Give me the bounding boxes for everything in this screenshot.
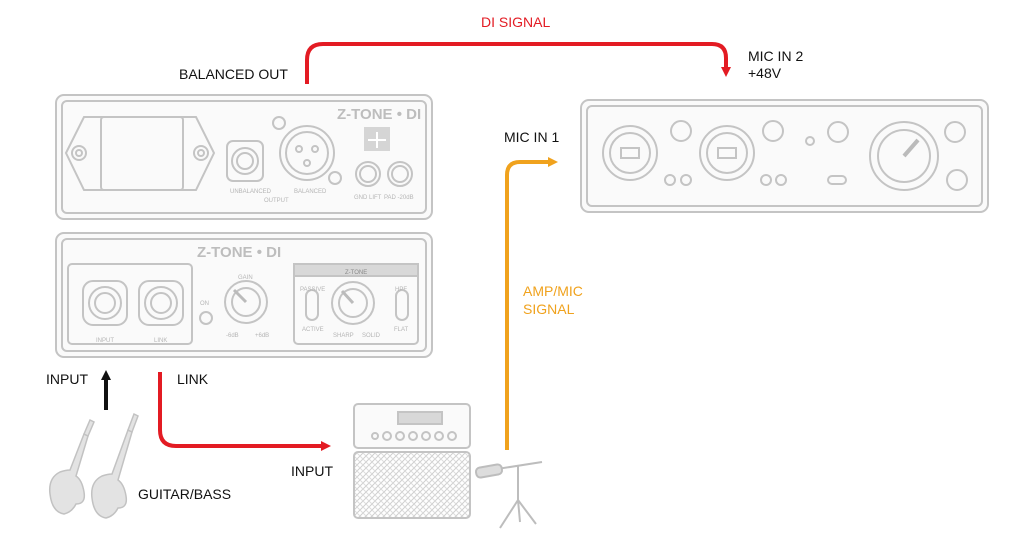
front-label-section: Z-TONE xyxy=(345,270,368,276)
mic-in-2-label: MIC IN 2 xyxy=(748,48,804,64)
input-label-left: INPUT xyxy=(46,371,88,387)
front-label-input: INPUT xyxy=(96,338,114,344)
guitar-bass-label: GUITAR/BASS xyxy=(138,486,232,502)
amp-mic-signal-label-2: SIGNAL xyxy=(523,301,575,317)
front-label-link: LINK xyxy=(154,338,168,344)
back-label-gnd-lift: GND LIFT xyxy=(354,195,382,201)
front-label-on: ON xyxy=(200,301,209,307)
back-label-unbalanced: UNBALANCED xyxy=(230,189,272,195)
front-panel-brand: Z-TONE • DI xyxy=(197,244,282,261)
z-tone-back-panel xyxy=(55,94,433,220)
di-signal-label: DI SIGNAL xyxy=(481,14,551,30)
link-signal-line xyxy=(158,372,331,451)
di-signal-line xyxy=(305,42,731,84)
balanced-out-label: BALANCED OUT xyxy=(179,66,288,82)
back-label-balanced: BALANCED xyxy=(294,189,327,195)
mic-in-1-label: MIC IN 1 xyxy=(504,129,560,145)
amp-mic-signal-line xyxy=(505,157,558,450)
amp-mic-signal-label-1: AMP/MIC xyxy=(523,283,583,299)
phantom-power-label: +48V xyxy=(748,65,782,81)
front-label-hpf: HPF xyxy=(395,287,407,293)
front-label-plus6: +6dB xyxy=(255,333,270,339)
amplifier xyxy=(353,403,471,519)
front-label-gain: GAIN xyxy=(238,275,253,281)
amp-input-label: INPUT xyxy=(291,463,333,479)
guitar-bass-icon xyxy=(48,412,139,519)
front-label-sharp: SHARP xyxy=(333,333,354,339)
front-label-flat: FLAT xyxy=(394,327,409,333)
front-label-passive: PASSIVE xyxy=(300,287,326,293)
z-tone-front-panel xyxy=(55,232,433,358)
back-label-pad: PAD -20dB xyxy=(384,195,414,201)
audio-interface xyxy=(580,99,989,213)
back-panel-brand: Z-TONE • DI xyxy=(337,106,422,123)
back-label-output: OUTPUT xyxy=(264,198,289,204)
microphone-stand xyxy=(474,461,543,529)
front-label-minus6: -6dB xyxy=(226,333,239,339)
front-label-active: ACTIVE xyxy=(302,327,324,333)
front-label-solid: SOLID xyxy=(362,333,381,339)
link-label: LINK xyxy=(177,371,209,387)
